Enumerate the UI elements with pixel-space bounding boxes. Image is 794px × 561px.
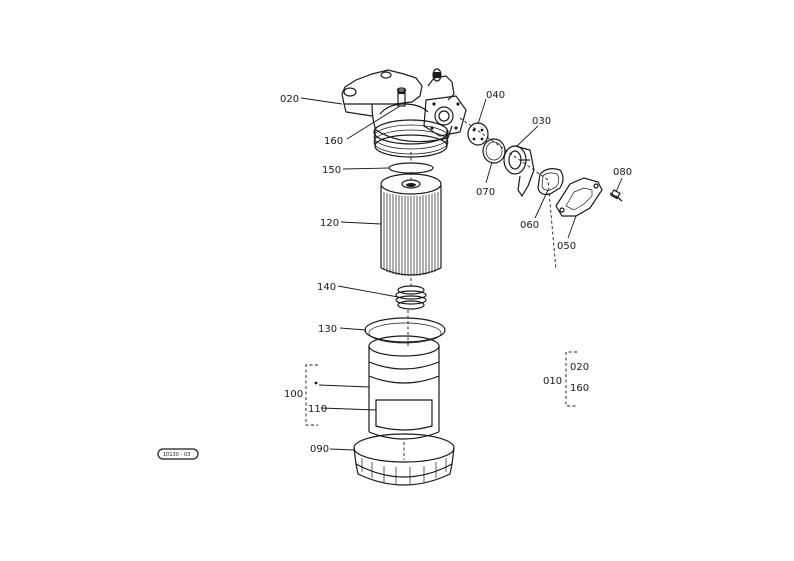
label-070: 070	[476, 187, 495, 198]
leader-100	[318, 384, 370, 388]
o-ring-070	[482, 138, 506, 164]
gasket-060	[537, 168, 564, 195]
leader-140	[337, 285, 399, 298]
legend-assembly-number: 010	[543, 376, 562, 387]
cock-assembly-axis	[459, 117, 557, 271]
leader-lines	[300, 97, 623, 460]
spring	[395, 285, 427, 310]
part-labels: 020 160 040 030 070 080 060 050 150 120 …	[280, 90, 632, 455]
leader-030	[516, 125, 539, 147]
retaining-ring-nut	[353, 433, 455, 486]
leader-150	[342, 167, 390, 170]
label-090: 090	[310, 444, 329, 455]
o-ring-150	[388, 162, 434, 174]
label-160: 160	[324, 136, 343, 147]
leader-060	[534, 189, 549, 219]
screw-080	[609, 189, 623, 202]
label-130: 130	[318, 324, 337, 335]
leader-110	[320, 407, 377, 411]
cock-lever	[503, 145, 535, 198]
label-040: 040	[486, 90, 505, 101]
leader-040	[477, 98, 487, 125]
assembly-bracket-100	[305, 364, 318, 426]
label-050: 050	[557, 241, 576, 252]
label-020: 020	[280, 94, 299, 105]
leader-120	[340, 221, 382, 225]
label-150: 150	[322, 165, 341, 176]
legend: 010 020 160	[543, 362, 589, 394]
leader-080	[615, 177, 623, 193]
legend-item-1: 020	[570, 362, 589, 373]
label-030: 030	[532, 116, 551, 127]
leader-020	[300, 97, 343, 105]
leader-050	[567, 215, 577, 239]
leader-070	[485, 161, 493, 184]
label-110: 110	[308, 404, 327, 415]
assembly-dot	[314, 381, 318, 385]
label-060: 060	[520, 220, 539, 231]
label-120: 120	[320, 218, 339, 229]
leader-160	[346, 105, 401, 140]
filter-bowl	[368, 335, 440, 440]
reference-code-text: 10130 - 03	[163, 452, 190, 458]
leader-130	[339, 327, 367, 331]
label-080: 080	[613, 167, 632, 178]
label-140: 140	[317, 282, 336, 293]
cover-plate	[555, 177, 603, 217]
filter-head-bracket	[341, 68, 467, 158]
legend-bracket	[565, 351, 577, 407]
reference-code	[157, 448, 199, 460]
leader-090	[329, 448, 355, 451]
legend-item-2: 160	[570, 383, 589, 394]
filter-element	[380, 173, 442, 276]
label-100: 100	[284, 389, 303, 400]
cock-disc	[467, 122, 489, 146]
